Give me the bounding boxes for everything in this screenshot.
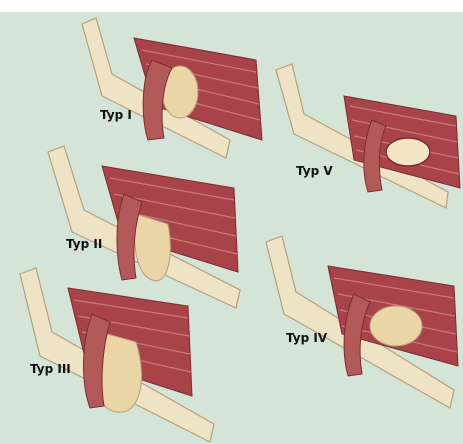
typ-3-drawing xyxy=(10,262,225,444)
hernia-orifice xyxy=(386,138,430,166)
typ-5-drawing xyxy=(268,60,463,210)
typ-3-label: Typ III xyxy=(30,362,71,376)
typ-4-label: Typ IV xyxy=(286,331,327,345)
typ-4-drawing xyxy=(258,230,463,415)
typ-2-label: Typ II xyxy=(66,237,102,251)
typ-1-label: Typ I xyxy=(100,108,132,122)
panel-typ-3 xyxy=(10,262,225,444)
hernia-sac xyxy=(370,306,422,346)
panel-typ-4 xyxy=(258,230,463,415)
typ-5-label: Typ V xyxy=(296,164,333,178)
panel-typ-5 xyxy=(268,60,463,210)
